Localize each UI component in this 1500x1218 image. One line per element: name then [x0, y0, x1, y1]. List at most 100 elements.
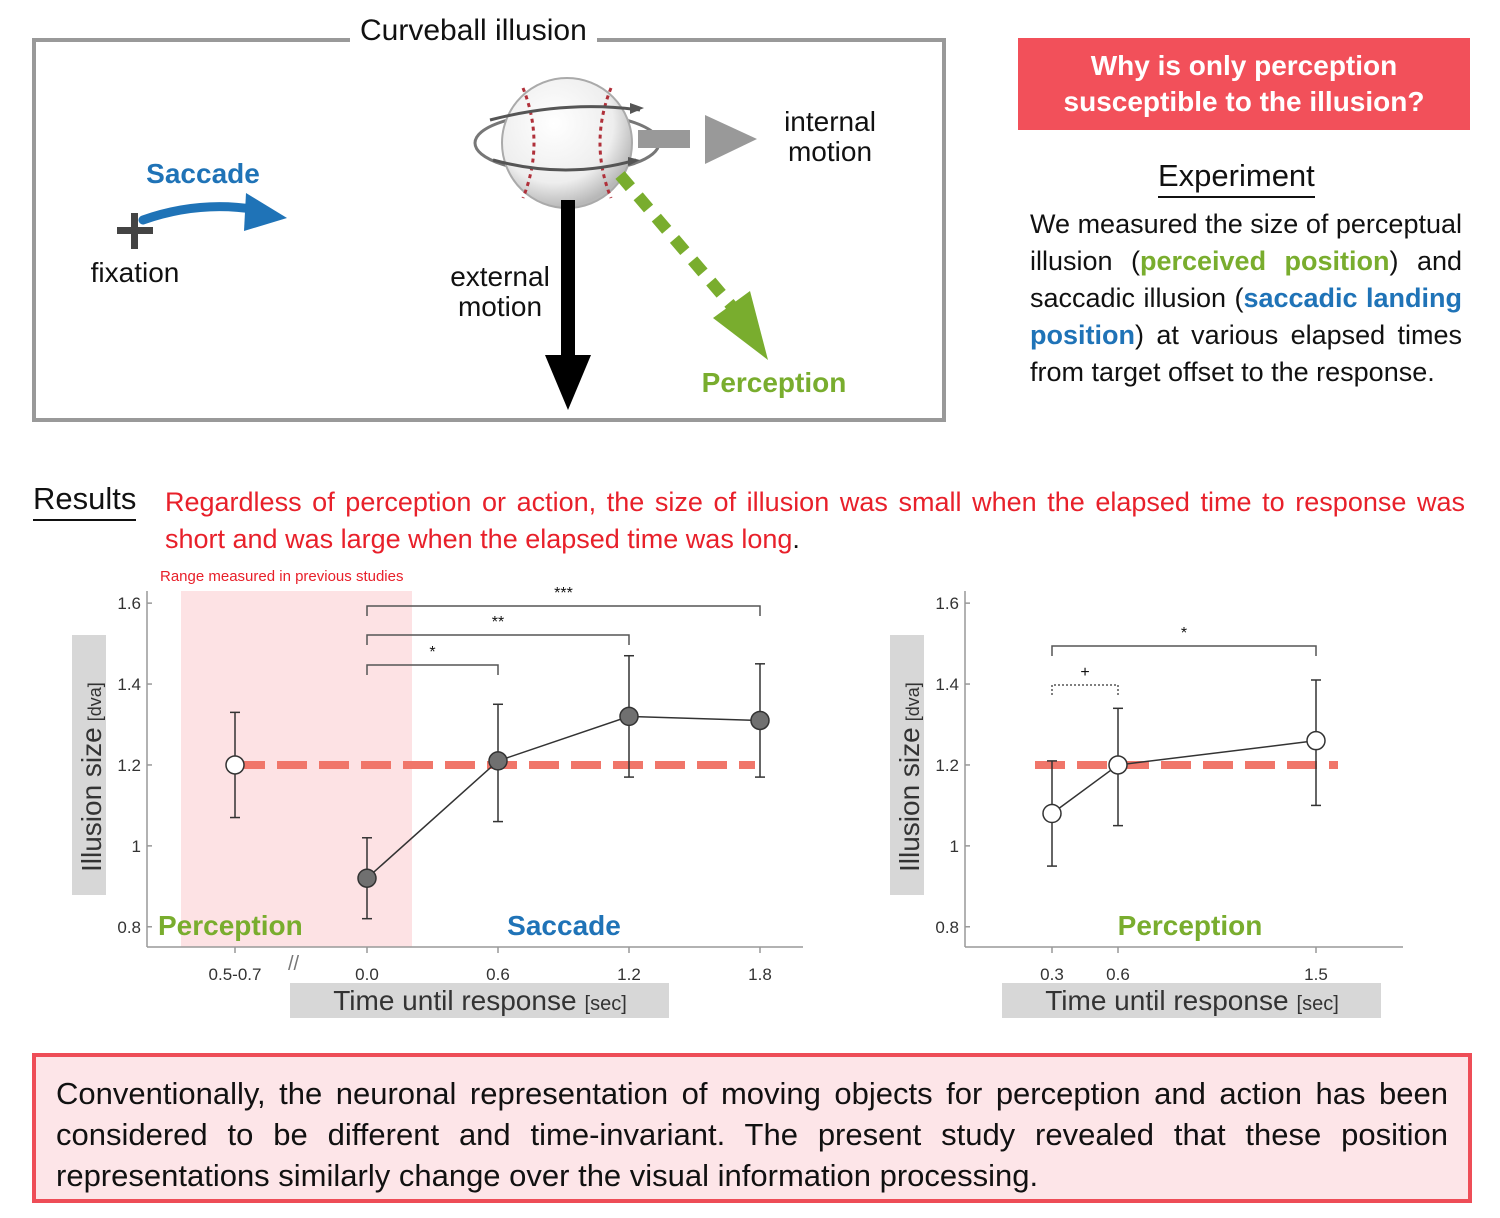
x-tick-label: 1.5	[1304, 965, 1328, 984]
question-banner: Why is only perception susceptible to th…	[1018, 38, 1470, 130]
significance-label: *	[1181, 625, 1187, 642]
x-axis-label: Time until response [sec]	[333, 985, 627, 1016]
significance-label: **	[492, 614, 504, 631]
x-axis-label-text: Time until response	[333, 985, 576, 1016]
x-axis-unit: [sec]	[585, 993, 627, 1015]
x-axis-label: Time until response [sec]	[1045, 985, 1339, 1016]
y-tick-label: 1.4	[117, 675, 141, 694]
results-statement: Regardless of perception or action, the …	[165, 487, 1465, 554]
experiment-perceived-position: perceived position	[1139, 246, 1390, 276]
y-label-bg	[72, 635, 106, 895]
fixation-cross-icon	[117, 213, 153, 249]
y-tick-label: 0.8	[935, 918, 959, 937]
saccade-label: Saccade	[146, 158, 260, 189]
y-label-bg	[890, 635, 924, 895]
experiment-text-part-1: We measured the size of perceptual illus…	[1030, 209, 1462, 276]
perception-label: Perception	[702, 367, 847, 398]
data-point	[357, 868, 377, 888]
y-tick-label: 1.6	[935, 594, 959, 613]
y-tick-label: 1	[132, 837, 141, 856]
x-tick-label: 0.6	[1106, 965, 1130, 984]
y-ticks: 0.8 1 1.2 1.4 1.6	[935, 594, 970, 937]
internal-motion-arrow-icon	[638, 115, 757, 164]
conclusion-box: Conventionally, the neuronal representat…	[32, 1053, 1472, 1203]
significance-bracket	[366, 605, 761, 616]
x-ticks: 0.5-0.7 0.0 0.6 1.2 1.8	[209, 947, 772, 984]
experiment-saccadic-landing-position: saccadic landing position	[1030, 283, 1462, 350]
experiment-text: We measured the size of perceptual illus…	[1030, 206, 1462, 391]
data-point	[225, 755, 245, 775]
y-tick-label: 1.2	[935, 756, 959, 775]
x-axis-unit: [sec]	[1297, 993, 1339, 1015]
significance-bracket	[366, 634, 630, 645]
significance-label: +	[1080, 664, 1089, 681]
data-point	[1306, 730, 1326, 751]
experiment-title: Experiment	[1158, 158, 1315, 198]
data-point	[1042, 803, 1062, 824]
data-point	[488, 751, 508, 771]
results-text: Regardless of perception or action, the …	[165, 484, 1465, 558]
x-tick-label: 1.2	[617, 965, 641, 984]
data-point	[1108, 755, 1128, 775]
external-motion-label-2: motion	[458, 291, 542, 322]
y-tick-label: 1.2	[117, 756, 141, 775]
y-tick-label: 0.8	[117, 918, 141, 937]
conclusion-text: Conventionally, the neuronal representat…	[56, 1076, 1448, 1193]
fixation-label: fixation	[91, 257, 180, 288]
data-point	[619, 706, 639, 727]
illustration-graphics: Saccade fixation external motion interna…	[91, 77, 876, 410]
data-series	[225, 654, 770, 920]
significance-brackets: ******	[366, 585, 761, 675]
perception-arrow-icon	[615, 171, 768, 360]
series-line	[366, 715, 761, 879]
y-axis-label-text: Illusion size	[894, 727, 925, 872]
previous-studies-label: Range measured in previous studies	[160, 568, 403, 585]
illustration-title: Curveball illusion	[350, 14, 597, 48]
significance-label: *	[429, 644, 435, 661]
x-axis-label-text: Time until response	[1045, 985, 1288, 1016]
data-series	[1042, 679, 1326, 867]
significance-bracket	[1051, 684, 1119, 695]
chart-saccade: Range measured in previous studies 0.8 1 1…	[72, 568, 803, 1018]
y-axis-unit: [dva]	[85, 682, 105, 721]
y-axis-label: Illusion size [dva]	[76, 682, 107, 872]
y-axis-label-text: Illusion size	[76, 727, 107, 872]
internal-motion-label-2: motion	[788, 136, 872, 167]
external-motion-label-1: external	[450, 261, 550, 292]
significance-brackets: +*	[1051, 625, 1317, 695]
previous-studies-range	[181, 591, 412, 947]
group-label-perception: Perception	[158, 910, 303, 941]
y-tick-label: 1.4	[935, 675, 959, 694]
axis-break-mark: //	[288, 953, 300, 975]
significance-bracket	[1051, 645, 1317, 656]
group-label-saccade: Saccade	[507, 910, 621, 941]
x-tick-label: 1.8	[748, 965, 772, 984]
y-axis-label: Illusion size [dva]	[894, 682, 925, 872]
y-axis-unit: [dva]	[903, 682, 923, 721]
x-label-bg	[290, 983, 669, 1018]
x-label-bg	[1002, 983, 1381, 1018]
y-tick-label: 1	[950, 837, 959, 856]
experiment-text-part-3: ) and saccadic illusion (	[1030, 246, 1462, 313]
x-ticks: 0.3 0.6 1.5	[1040, 947, 1328, 984]
baseball-icon	[473, 77, 661, 209]
saccade-arrow-icon	[138, 193, 287, 231]
x-tick-label: 0.0	[355, 965, 379, 984]
results-period: .	[792, 524, 800, 554]
question-line-1: Why is only perception	[1090, 50, 1398, 81]
x-tick-label: 0.5-0.7	[209, 965, 262, 984]
results-label: Results	[33, 481, 137, 521]
series-line	[1051, 739, 1317, 815]
significance-bracket	[366, 664, 499, 675]
x-tick-label: 0.3	[1040, 965, 1064, 984]
data-point	[750, 710, 770, 731]
group-label-perception: Perception	[1118, 910, 1263, 941]
internal-motion-label-1: internal	[784, 106, 876, 137]
significance-label: ***	[554, 585, 573, 602]
y-tick-label: 1.6	[117, 594, 141, 613]
x-tick-label: 0.6	[486, 965, 510, 984]
question-line-2: susceptible to the illusion?	[1063, 86, 1425, 117]
experiment-text-part-5: ) at various elapsed times from target o…	[1030, 320, 1462, 387]
external-motion-arrow-icon	[545, 200, 591, 410]
